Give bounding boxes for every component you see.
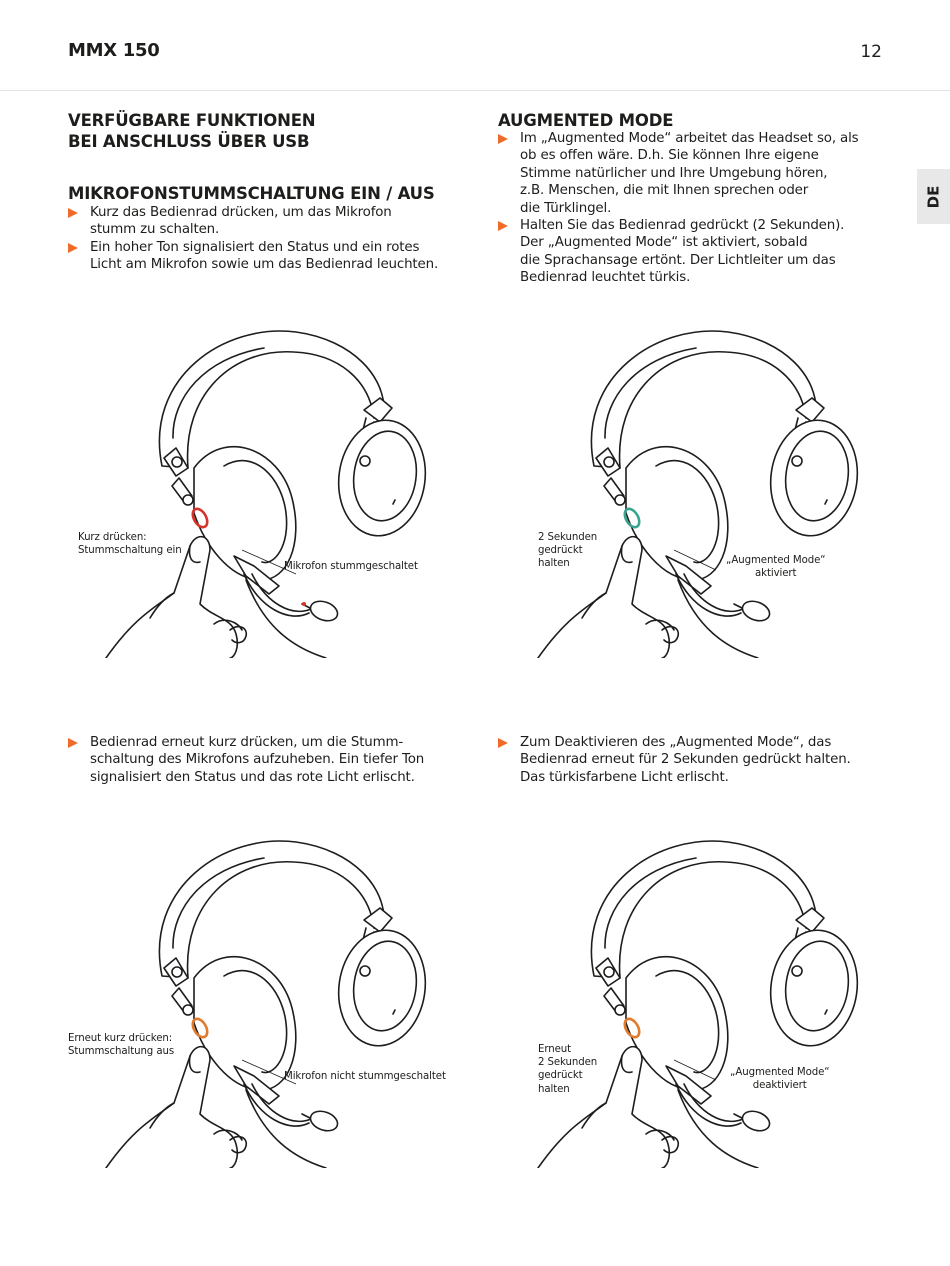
bullet-arrow-icon <box>68 242 78 253</box>
callout-line <box>673 549 717 571</box>
list-item: Ein hoher Ton signalisiert den Status un… <box>68 239 468 274</box>
callout-mic-label: Mikrofon stummgeschaltet <box>284 561 418 572</box>
control-wheel-light <box>623 1017 641 1039</box>
illustration-mute-on: Kurz drücken: Stummschaltung ein Mikrofo… <box>64 318 464 659</box>
callout-line <box>241 549 297 575</box>
headset-illustration <box>105 330 434 659</box>
heading-augmented-mode: AUGMENTED MODE <box>498 111 674 130</box>
list-item: Bedienrad erneut kurz drücken, um die St… <box>68 734 468 786</box>
illustration-augmented-off: Erneut 2 Sekunden gedrückt halten „Augme… <box>496 828 896 1169</box>
callout-press-label: 2 Sekunden gedrückt halten <box>538 532 598 570</box>
callout-press-label: Kurz drücken: Stummschaltung ein <box>78 532 182 557</box>
control-wheel-light <box>191 1017 209 1039</box>
mute-bullet-list: Kurz das Bedienrad drücken, um das Mikro… <box>68 204 468 274</box>
callout-mic-label: Mikrofon nicht stummgeschaltet <box>284 1071 446 1082</box>
headset-illustration <box>105 840 434 1169</box>
bullet-arrow-icon <box>498 134 508 144</box>
illustration-augmented-on: 2 Sekunden gedrückt halten „Augmented Mo… <box>496 318 896 659</box>
control-wheel-light <box>623 507 641 529</box>
callout-line <box>241 1059 297 1085</box>
headset-illustration <box>537 330 866 659</box>
list-item: Kurz das Bedienrad drücken, um das Mikro… <box>68 204 468 239</box>
list-item: Im „Augmented Mode“ arbeitet das Headset… <box>498 130 898 217</box>
page-number: 12 <box>860 42 882 62</box>
bullet-arrow-icon <box>498 221 508 232</box>
callout-press-label: Erneut 2 Sekunden gedrückt halten <box>538 1044 598 1095</box>
headset-illustration <box>537 840 866 1169</box>
mic-mute-light <box>302 602 306 606</box>
language-code: DE <box>924 185 943 208</box>
augmented-bullet-list: Im „Augmented Mode“ arbeitet das Headset… <box>498 130 898 287</box>
language-tab: DE <box>917 169 950 224</box>
illustration-mute-off: Erneut kurz drücken: Stummschaltung aus … <box>64 828 464 1169</box>
callout-mode-label: „Augmented Mode“ aktiviert <box>726 555 826 580</box>
callout-mode-label: „Augmented Mode“ deaktiviert <box>730 1067 830 1092</box>
control-wheel-light <box>191 507 209 529</box>
document-title: MMX 150 <box>68 40 160 61</box>
heading-usb-functions: VERFÜGBARE FUNKTIONEN BEI ANSCHLUSS ÜBER… <box>68 111 316 151</box>
callout-press-label: Erneut kurz drücken: Stummschaltung aus <box>68 1033 175 1058</box>
callout-line <box>673 1059 717 1081</box>
bullet-arrow-icon <box>498 738 508 748</box>
header-divider <box>0 90 950 91</box>
bullet-arrow-icon <box>68 738 78 748</box>
deactivate-bullet-list: Zum Deaktivieren des „Augmented Mode“, d… <box>498 734 898 786</box>
list-item: Halten Sie das Bedienrad gedrückt (2 Sek… <box>498 217 898 287</box>
unmute-bullet-list: Bedienrad erneut kurz drücken, um die St… <box>68 734 468 786</box>
bullet-arrow-icon <box>68 208 78 218</box>
heading-mute: MIKROFONSTUMMSCHALTUNG EIN / AUS <box>68 184 435 203</box>
list-item: Zum Deaktivieren des „Augmented Mode“, d… <box>498 734 898 786</box>
